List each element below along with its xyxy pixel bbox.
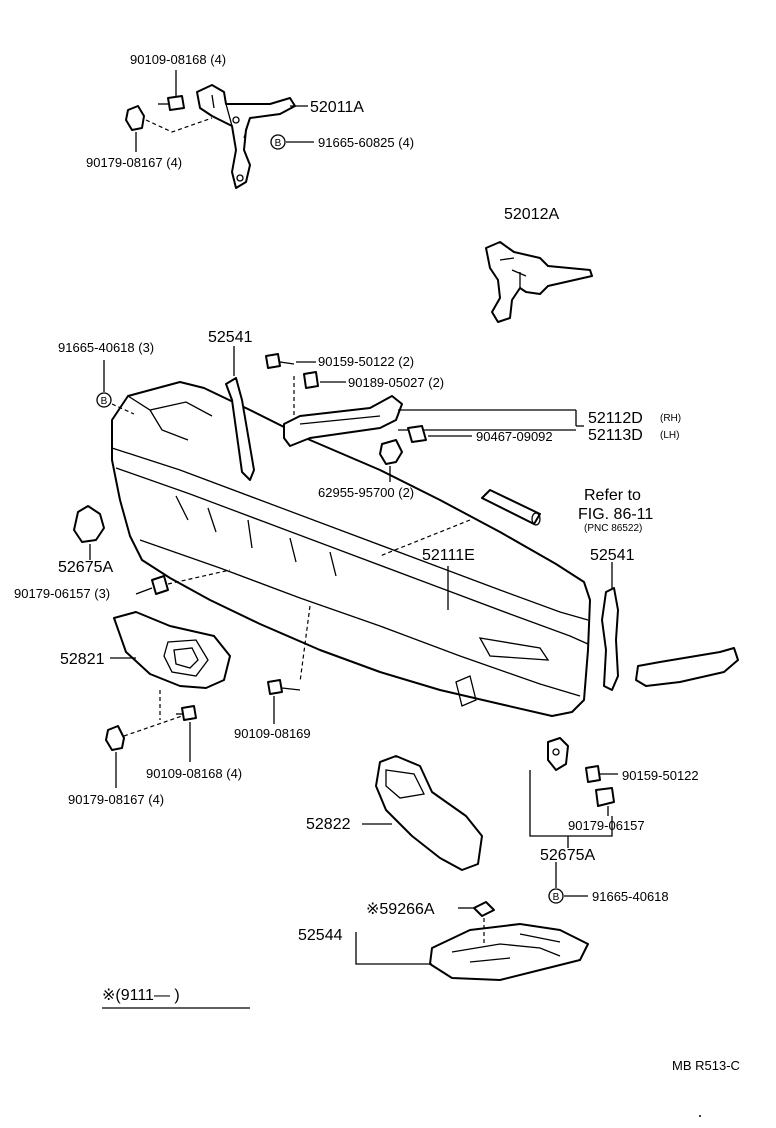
clip-90467-09092	[407, 425, 427, 443]
nut-90179-06157-right	[595, 787, 615, 807]
label-52112d: 52112D	[588, 410, 643, 427]
label-90189-05027: 90189-05027 (2)	[348, 375, 444, 390]
label-refer-line1: Refer to	[584, 487, 641, 504]
duct-52821	[113, 611, 231, 689]
clip-90179-06157-left	[151, 575, 169, 595]
bracket-52675a-right	[547, 737, 569, 771]
label-90179-06157-right: 90179-06157	[568, 818, 645, 833]
bracket-52012a	[485, 241, 593, 323]
label-90159-50122-right: 90159-50122	[622, 768, 699, 783]
label-90109-08168-top: 90109-08168 (4)	[130, 52, 226, 67]
bracket-52675a-left	[73, 505, 105, 543]
bolt-mark-label: B	[553, 892, 560, 903]
bumper-cover-52111e	[111, 381, 591, 717]
label-59266a: ※59266A	[366, 901, 435, 918]
label-refer-line3: (PNC 86522)	[584, 523, 642, 534]
label-91665-40618-top: 91665-40618 (3)	[58, 340, 154, 355]
label-90467-09092: 90467-09092	[476, 429, 553, 444]
clip-62955-95700	[379, 439, 403, 465]
bolt-90109-08169	[267, 679, 301, 695]
dot-mark	[699, 1115, 701, 1117]
label-52111e: 52111E	[422, 547, 475, 564]
side-retainer-right	[635, 647, 739, 687]
label-52821: 52821	[60, 651, 105, 668]
strip-52541-left	[225, 377, 255, 481]
bolt-90159-50122-right	[585, 765, 601, 783]
label-90179-08167-top: 90179-08167 (4)	[86, 155, 182, 170]
bolt-mark-label: B	[275, 138, 282, 149]
nut-90189-05027	[303, 371, 319, 389]
figure-code: MB R513-C	[672, 1058, 740, 1073]
label-52012a: 52012A	[504, 206, 559, 223]
bolt-mark-bottom: B	[548, 862, 588, 904]
bolt-mark-top: B	[270, 134, 286, 150]
bolt-mark-label: B	[101, 396, 108, 407]
label-52011a: 52011A	[310, 99, 364, 116]
label-52675a-right: 52675A	[540, 847, 595, 864]
bolt-mark-left: B	[96, 360, 135, 415]
bolt-90159-50122-top	[265, 353, 295, 369]
label-90159-50122-top: 90159-50122 (2)	[318, 354, 414, 369]
label-52544: 52544	[298, 927, 343, 944]
label-91665-40618-bottom: 91665-40618	[592, 889, 669, 904]
footnote-applicability: ※(9111— )	[102, 987, 180, 1004]
clip-90179-08167-top	[125, 105, 145, 131]
label-52541-right: 52541	[590, 547, 635, 564]
label-90179-08167-bottom: 90179-08167 (4)	[68, 792, 164, 807]
label-52541-left: 52541	[208, 329, 253, 346]
pipe-reference-part	[481, 489, 541, 526]
label-52113d: 52113D	[588, 427, 643, 444]
bracket-52011a	[196, 84, 296, 189]
duct-52822	[375, 755, 483, 871]
under-cover-52544	[429, 923, 589, 981]
label-90179-06157-left: 90179-06157 (3)	[14, 586, 110, 601]
strip-52541-right	[601, 587, 619, 691]
label-52112d-side: (RH)	[660, 413, 681, 424]
retainer-52112d-52113d	[283, 395, 403, 447]
label-52822: 52822	[306, 816, 351, 833]
bolt-90109-08168-bottom	[176, 705, 197, 721]
label-62955-95700: 62955-95700 (2)	[318, 485, 414, 500]
label-90109-08168-bottom: 90109-08168 (4)	[146, 766, 242, 781]
bolt-90109-08168-top	[158, 95, 185, 111]
label-91665-60825: 91665-60825 (4)	[318, 135, 414, 150]
label-refer-line2: FIG. 86-11	[578, 506, 653, 523]
label-90109-08169: 90109-08169	[234, 726, 311, 741]
label-52675a-left: 52675A	[58, 559, 113, 576]
label-52113d-side: (LH)	[660, 430, 679, 441]
clip-59266a	[473, 901, 495, 917]
clip-90179-08167-bottom	[105, 725, 125, 751]
